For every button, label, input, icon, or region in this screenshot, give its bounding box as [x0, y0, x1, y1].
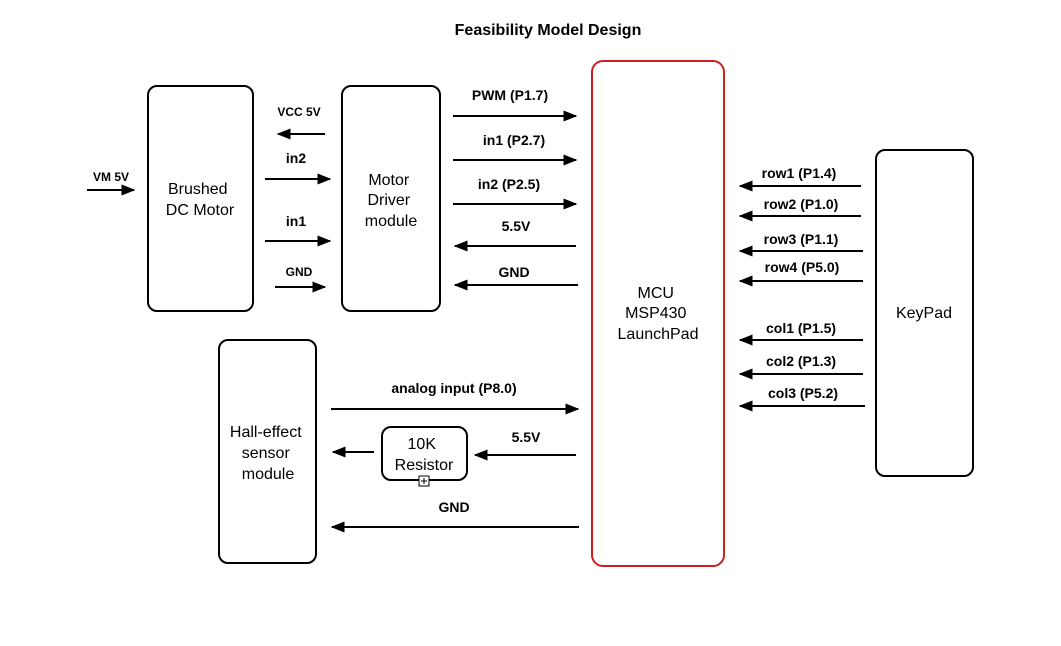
vm-label: VM 5V	[93, 170, 129, 184]
keypad-connections: row1 (P1.4) row2 (P1.0) row3 (P1.1) row4…	[738, 165, 865, 412]
expand-handle-icon	[418, 475, 430, 487]
motor-label-line-1: Brushed	[168, 181, 228, 198]
row2-label: row2 (P1.0)	[764, 196, 839, 212]
keypad-block: KeyPad	[875, 149, 974, 477]
motor-block: Brushed DC Motor	[147, 85, 254, 312]
pwm-label: PWM (P1.7)	[472, 87, 548, 103]
col2-label: col2 (P1.3)	[766, 353, 836, 369]
analog-input-label: analog input (P8.0)	[391, 380, 516, 396]
row1-label: row1 (P1.4)	[762, 165, 837, 181]
col1-label: col1 (P1.5)	[766, 320, 836, 336]
mcu-label-line-2: MSP430	[625, 305, 686, 322]
svg-text:KeyPad: KeyPad	[896, 305, 952, 322]
hall-label-line-1: Hall-effect	[230, 424, 302, 441]
driver-connections: PWM (P1.7) in1 (P2.7) in2 (P2.5) 5.5V GN…	[453, 87, 578, 291]
driver-55v-label: 5.5V	[502, 218, 531, 234]
in2-label: in2	[286, 150, 306, 166]
vcc-label: VCC 5V	[277, 105, 320, 119]
hall-connections: analog input (P8.0) 5.5V GND	[330, 380, 580, 533]
keypad-label: KeyPad	[896, 305, 952, 322]
svg-text:10K Resistor: 10K Resistor	[395, 436, 454, 474]
gnd-motor-label: GND	[286, 265, 313, 279]
driver-label-line-3: module	[365, 213, 418, 230]
resistor-block: 10K Resistor	[381, 426, 468, 487]
motor-connections: VM 5V VCC 5V in2 in1 GND	[87, 105, 332, 293]
row3-label: row3 (P1.1)	[764, 231, 839, 247]
svg-text:Brushed DC Motor: Brushed DC Motor	[166, 181, 235, 219]
hall-55v-label: 5.5V	[512, 429, 541, 445]
svg-text:MCU MSP430 LaunchP: MCU MSP430 LaunchPad	[618, 285, 699, 343]
diagram-title: Feasibility Model Design	[455, 22, 642, 39]
mcu-label-line-1: MCU	[638, 285, 674, 302]
svg-text:Hall-effect sensor: Hall-effect sensor module	[230, 424, 306, 483]
driver-block: Motor Driver module	[341, 85, 441, 312]
driver-in1-label: in1 (P2.7)	[483, 132, 545, 148]
driver-gnd-label: GND	[498, 264, 529, 280]
resistor-label-line-1: 10K	[408, 436, 437, 453]
hall-gnd-label: GND	[438, 499, 469, 515]
mcu-label-line-3: LaunchPad	[618, 326, 699, 343]
driver-label-line-1: Motor	[368, 172, 410, 189]
hall-label-line-2: sensor	[242, 445, 291, 462]
col3-label: col3 (P5.2)	[768, 385, 838, 401]
hall-sensor-block: Hall-effect sensor module	[218, 339, 317, 564]
resistor-label-line-2: Resistor	[395, 457, 454, 474]
mcu-block: MCU MSP430 LaunchPad	[591, 60, 725, 567]
driver-label-line-2: Driver	[367, 192, 410, 209]
hall-label-line-3: module	[242, 466, 295, 483]
row4-label: row4 (P5.0)	[765, 259, 840, 275]
in1-label: in1	[286, 213, 306, 229]
driver-in2-label: in2 (P2.5)	[478, 176, 540, 192]
svg-text:Motor Driver modul: Motor Driver module	[365, 172, 418, 230]
motor-label-line-2: DC Motor	[166, 202, 235, 219]
